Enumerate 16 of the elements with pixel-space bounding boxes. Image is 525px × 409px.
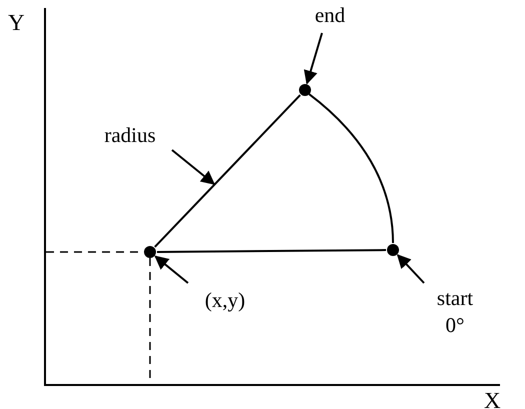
point-label: end xyxy=(305,2,355,30)
point-marker xyxy=(299,84,311,96)
point-marker xyxy=(144,246,156,258)
point-label: start 0° xyxy=(425,285,485,340)
leader-line xyxy=(171,149,216,185)
leader-line xyxy=(154,256,189,284)
axis-label: Y xyxy=(8,9,25,37)
leader-line xyxy=(396,254,425,284)
leader-line xyxy=(304,32,323,85)
axis-label: X xyxy=(484,387,501,409)
radius-line xyxy=(154,94,301,248)
baseline xyxy=(157,249,386,253)
point-marker xyxy=(387,244,399,256)
point-label: radius xyxy=(90,122,170,150)
arc xyxy=(308,93,394,244)
point-label: (x,y) xyxy=(195,287,255,314)
